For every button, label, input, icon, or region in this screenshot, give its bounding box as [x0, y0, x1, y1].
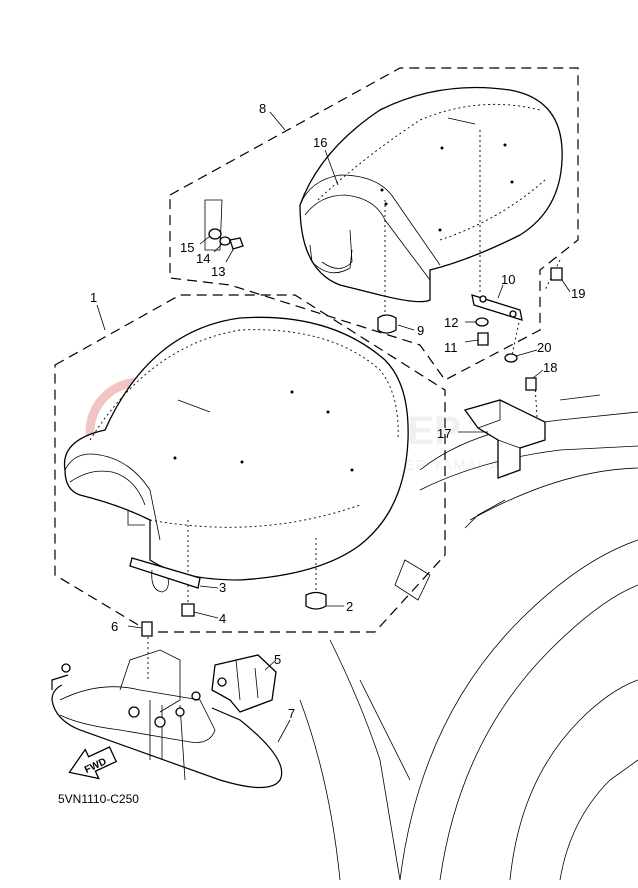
- diagram-code: 5VN1110-C250: [58, 792, 139, 806]
- main-seat: [63, 316, 409, 581]
- callout-14: 14: [196, 251, 210, 266]
- seat-lock-5-icon: [211, 654, 277, 713]
- seat-hook-3-icon: [129, 557, 201, 589]
- bolt-18-icon: [525, 377, 537, 391]
- callout-9: 9: [417, 323, 424, 338]
- callout-11: 11: [444, 340, 458, 355]
- lock-washer-14-icon: [219, 236, 231, 246]
- callout-20: 20: [537, 340, 551, 355]
- frame-outline: [299, 394, 638, 881]
- callouts: 1 2 3 4 5 6 7 8 9 10 11 12 13 14 15 16 1…: [90, 101, 585, 721]
- damper-2-icon: [305, 591, 327, 610]
- callout-17: 17: [437, 426, 451, 441]
- callout-7: 7: [288, 706, 295, 721]
- fwd-arrow-icon: FWD: [68, 746, 118, 780]
- seat-lock-cable-7: [51, 684, 283, 789]
- washer-20-icon: [504, 353, 518, 363]
- callout-5: 5: [274, 652, 281, 667]
- callout-16: 16: [313, 135, 327, 150]
- callout-1: 1: [90, 290, 97, 305]
- callout-2: 2: [346, 599, 353, 614]
- callout-10: 10: [501, 272, 515, 287]
- callout-12: 12: [444, 315, 458, 330]
- leader-lines: [96, 111, 571, 743]
- callout-19: 19: [571, 286, 585, 301]
- callout-15: 15: [180, 240, 194, 255]
- bolt-13-icon: [229, 237, 244, 250]
- bolt-4-icon: [181, 603, 195, 617]
- bolt-19-icon: [550, 267, 563, 281]
- callout-13: 13: [211, 264, 225, 279]
- callout-4: 4: [219, 611, 226, 626]
- seat-assembly-boundary-8: [169, 67, 579, 381]
- rear-seat: [299, 86, 563, 303]
- seat-assembly-boundary-1: [54, 294, 446, 633]
- washer-12-icon: [475, 317, 489, 327]
- callout-8: 8: [259, 101, 266, 116]
- bolt-11-icon: [477, 332, 489, 346]
- callout-6: 6: [111, 619, 118, 634]
- callout-3: 3: [219, 580, 226, 595]
- damper-9-icon: [377, 314, 397, 334]
- bolt-6-icon: [141, 621, 153, 637]
- bracket-17-icon: [463, 399, 546, 479]
- washer-15-icon: [208, 228, 222, 240]
- bolt-washer-set: [204, 199, 244, 251]
- callout-18: 18: [543, 360, 557, 375]
